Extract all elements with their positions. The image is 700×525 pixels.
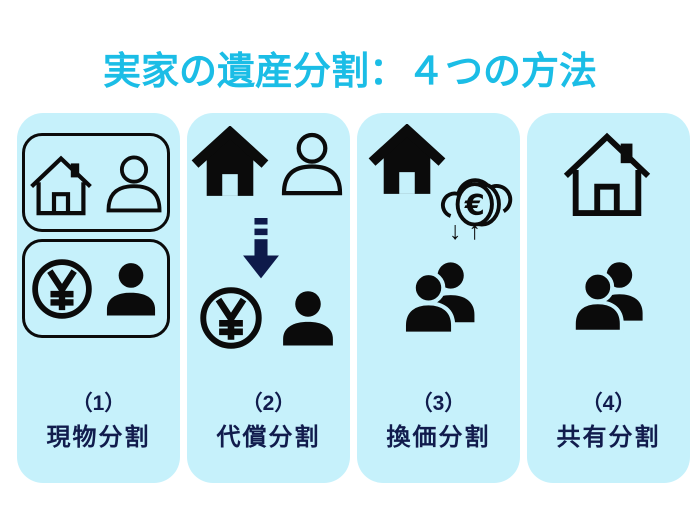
card-2-daisho: （2） 代償分割 — [187, 113, 350, 483]
yen-coin-icon — [32, 258, 92, 319]
euro-symbol: € — [464, 188, 485, 222]
card-4-number: （4） — [581, 391, 636, 415]
card-2-number: （2） — [241, 391, 296, 415]
card-2-top-row — [187, 126, 350, 199]
card-3-label: （3） 換価分割 — [357, 390, 520, 453]
house-filled-icon — [368, 124, 446, 194]
people-filled-icon — [401, 262, 475, 336]
person-filled-icon — [106, 262, 156, 316]
asset-box-house-person — [22, 133, 170, 232]
card-3-name: 換価分割 — [386, 424, 491, 452]
card-2-name: 代償分割 — [216, 424, 321, 452]
card-4-label: （4） 共有分割 — [527, 390, 690, 453]
card-2-label: （2） 代償分割 — [187, 390, 350, 453]
card-4-kyoyu: （4） 共有分割 — [527, 113, 690, 483]
people-filled-icon — [571, 262, 643, 334]
person-filled-icon — [282, 291, 333, 346]
card-1-number: （1） — [71, 391, 126, 415]
card-1-label: （1） 現物分割 — [17, 390, 180, 453]
asset-box-money-person — [22, 239, 170, 338]
cloud-euro-coin-icon: € — [440, 178, 513, 227]
card-3-number: （3） — [411, 391, 466, 415]
house-outline-icon — [30, 155, 92, 215]
cards-row: （1） 現物分割 — [17, 113, 690, 483]
card-1-name: 現物分割 — [46, 424, 151, 452]
card-3-kanka: € ↓↑ （3） 換価分割 — [357, 113, 520, 483]
person-outline-icon — [281, 132, 342, 195]
person-outline-icon — [106, 155, 162, 212]
house-outline-icon — [563, 132, 651, 217]
page-title: 実家の遺産分割：４つの方法 — [102, 51, 597, 93]
house-filled-icon — [191, 126, 268, 196]
yen-coin-icon — [199, 287, 262, 349]
exchange-arrows-icon: ↓↑ — [449, 217, 488, 245]
card-1-genbutsu: （1） 現物分割 — [17, 113, 180, 483]
card-4-name: 共有分割 — [556, 424, 661, 452]
card-2-bottom-row — [187, 285, 350, 351]
arrow-down-dashed-icon — [242, 218, 279, 279]
